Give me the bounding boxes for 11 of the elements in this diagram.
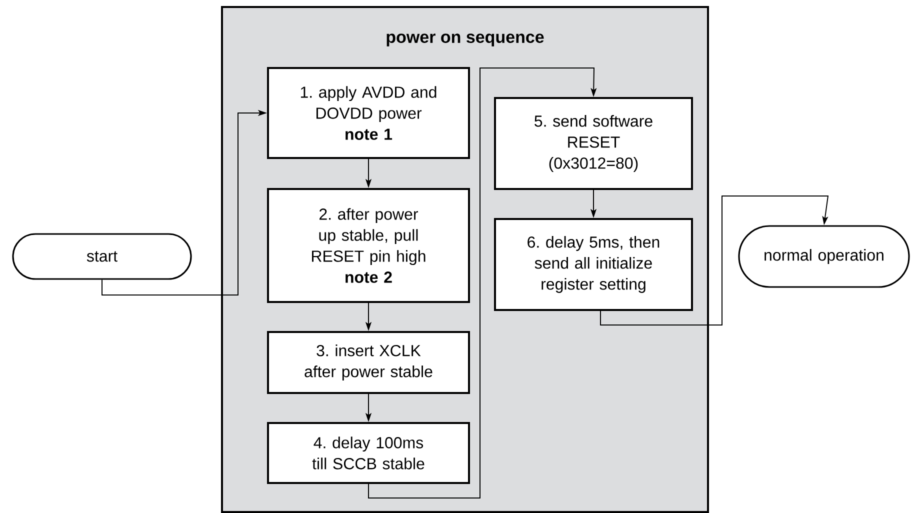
process-box: 3. insert XCLK after power stable <box>267 331 470 394</box>
process-box: 2. after power up stable, pull RESET pin high note 2 <box>267 188 470 303</box>
process-box: 4. delay 100ms till SCCB stable <box>267 422 470 484</box>
process-box: 6. delay 5ms, then send all initialize register setting <box>494 218 693 311</box>
terminal-box: normal operation <box>738 225 910 288</box>
arrow <box>600 196 829 326</box>
arrow <box>368 68 597 498</box>
terminal-box: start <box>12 233 192 280</box>
process-box: 5. send software RESET (0x3012=80) <box>494 97 693 190</box>
panel-title: power on sequence <box>386 34 544 46</box>
process-box: 1. apply AVDD and DOVDD power note 1 <box>267 67 470 159</box>
